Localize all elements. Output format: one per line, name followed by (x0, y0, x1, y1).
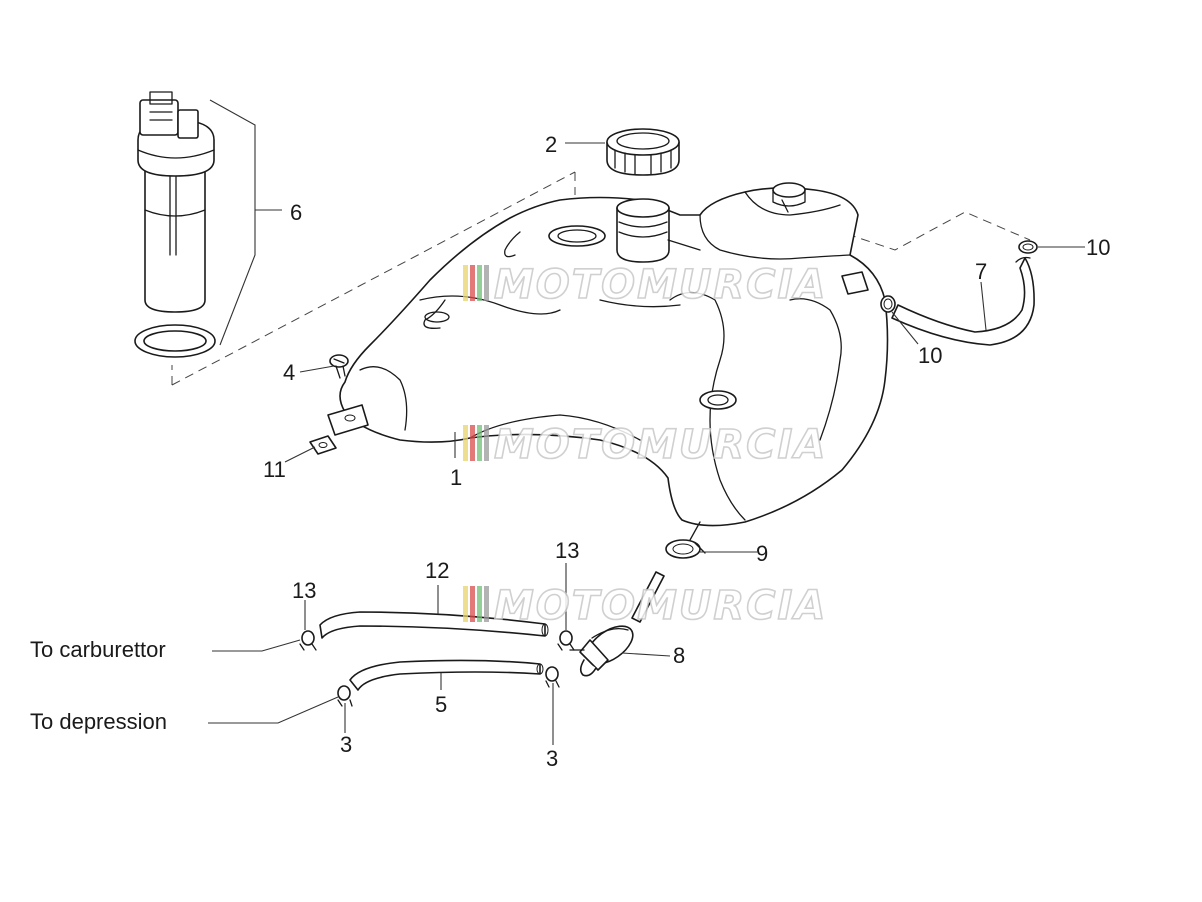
watermark-stripe (470, 425, 475, 461)
watermark-stripe (470, 586, 475, 622)
watermark-text: MOTOMURCIA (494, 262, 827, 308)
callout-3-right: 3 (546, 746, 558, 771)
hose-clamp (665, 539, 706, 559)
watermark-stripe (463, 265, 468, 301)
watermark-stripe (477, 425, 482, 461)
clip-3-left (337, 685, 353, 707)
clip-13-left (299, 630, 317, 651)
vacuum-hose (349, 659, 544, 691)
watermark-text: MOTOMURCIA (494, 583, 827, 629)
destination-notes: To carburettor To depression (30, 637, 167, 734)
clip-3-right (545, 666, 560, 688)
watermark-middle: MOTOMURCIA (463, 421, 827, 469)
callout-12: 12 (425, 558, 449, 583)
callout-6: 6 (290, 200, 302, 225)
callout-9: 9 (756, 541, 768, 566)
pump-seal-ring (134, 324, 216, 358)
note-to-depression: To depression (30, 709, 167, 734)
breather-hose (891, 256, 1035, 346)
filler-cap (606, 128, 680, 176)
clip-13-right (557, 630, 575, 651)
watermark-stripe (484, 425, 489, 461)
callout-4: 4 (283, 360, 295, 385)
callouts: 1 2 3 3 4 5 6 7 8 9 10 10 11 12 13 13 (263, 132, 1110, 771)
note-to-carburettor: To carburettor (30, 637, 166, 662)
callout-10-upper: 10 (1086, 235, 1110, 260)
watermark-stripe (470, 265, 475, 301)
watermark-top: MOTOMURCIA (463, 261, 827, 309)
hose-clip-lower (880, 295, 896, 313)
callout-11: 11 (263, 457, 286, 482)
watermark-stripe (484, 586, 489, 622)
callout-5: 5 (435, 692, 447, 717)
watermark-bottom: MOTOMURCIA (463, 582, 827, 630)
watermark-stripe (477, 586, 482, 622)
watermark-stripe (484, 265, 489, 301)
fuel-pump-sender (137, 91, 215, 313)
watermark-stripe (463, 425, 468, 461)
watermark-text: MOTOMURCIA (494, 422, 827, 468)
callout-2: 2 (545, 132, 557, 157)
fuel-tank-body (327, 182, 889, 541)
callout-13-right: 13 (555, 538, 579, 563)
watermark-stripe (463, 586, 468, 622)
bracket-lines-6 (209, 99, 282, 346)
callout-13-left: 13 (292, 578, 316, 603)
callout-10-lower: 10 (918, 343, 942, 368)
callout-7: 7 (975, 259, 987, 284)
hose-clip-upper (1018, 240, 1038, 254)
callout-3-left: 3 (340, 732, 352, 757)
watermark-stripe (477, 265, 482, 301)
callout-1: 1 (450, 465, 462, 490)
callout-8: 8 (673, 643, 685, 668)
screw (329, 354, 349, 379)
leader-lines (208, 142, 1085, 745)
clip-nut (309, 435, 337, 455)
fuel-tap-valve (569, 571, 665, 677)
